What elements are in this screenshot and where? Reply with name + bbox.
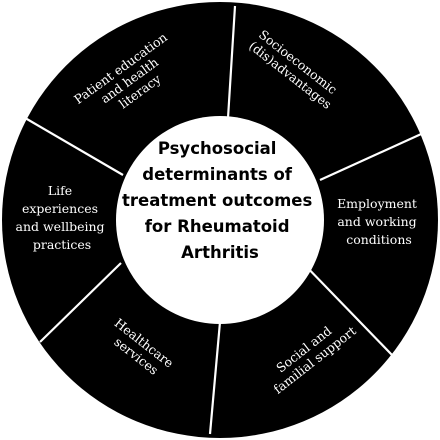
segment-label-line: Employment — [337, 196, 417, 211]
center-title: Psychosocial determinants of treatment o… — [122, 139, 318, 262]
segment-label-line: and wellbeing — [15, 219, 104, 234]
segment-label-line: practices — [33, 237, 91, 252]
divider-upper-left — [19, 114, 124, 176]
segment-label-line: experiences — [22, 201, 98, 216]
segment-label-employment: Employment and working conditions — [337, 196, 421, 247]
divider-bottom — [208, 321, 222, 435]
center-circle — [116, 116, 324, 324]
divider-lower-right — [299, 259, 393, 356]
segment-label-line: conditions — [346, 232, 412, 247]
center-title-line: Arthritis — [181, 243, 259, 262]
divider-top — [226, 5, 237, 119]
segment-dividers — [19, 5, 431, 435]
center-title-line: treatment outcomes — [122, 191, 312, 210]
center-title-line: determinants of — [142, 165, 292, 184]
divider-upper-right — [319, 128, 431, 182]
center-title-line: for Rheumatoid — [145, 217, 290, 236]
segment-label-line: and working — [337, 214, 416, 229]
segment-label-life-experiences: Life experiences and wellbeing practices — [15, 183, 108, 252]
divider-lower-left — [39, 262, 122, 343]
center-title-line: Psychosocial — [158, 139, 277, 158]
segment-label-line: Life — [48, 183, 72, 198]
